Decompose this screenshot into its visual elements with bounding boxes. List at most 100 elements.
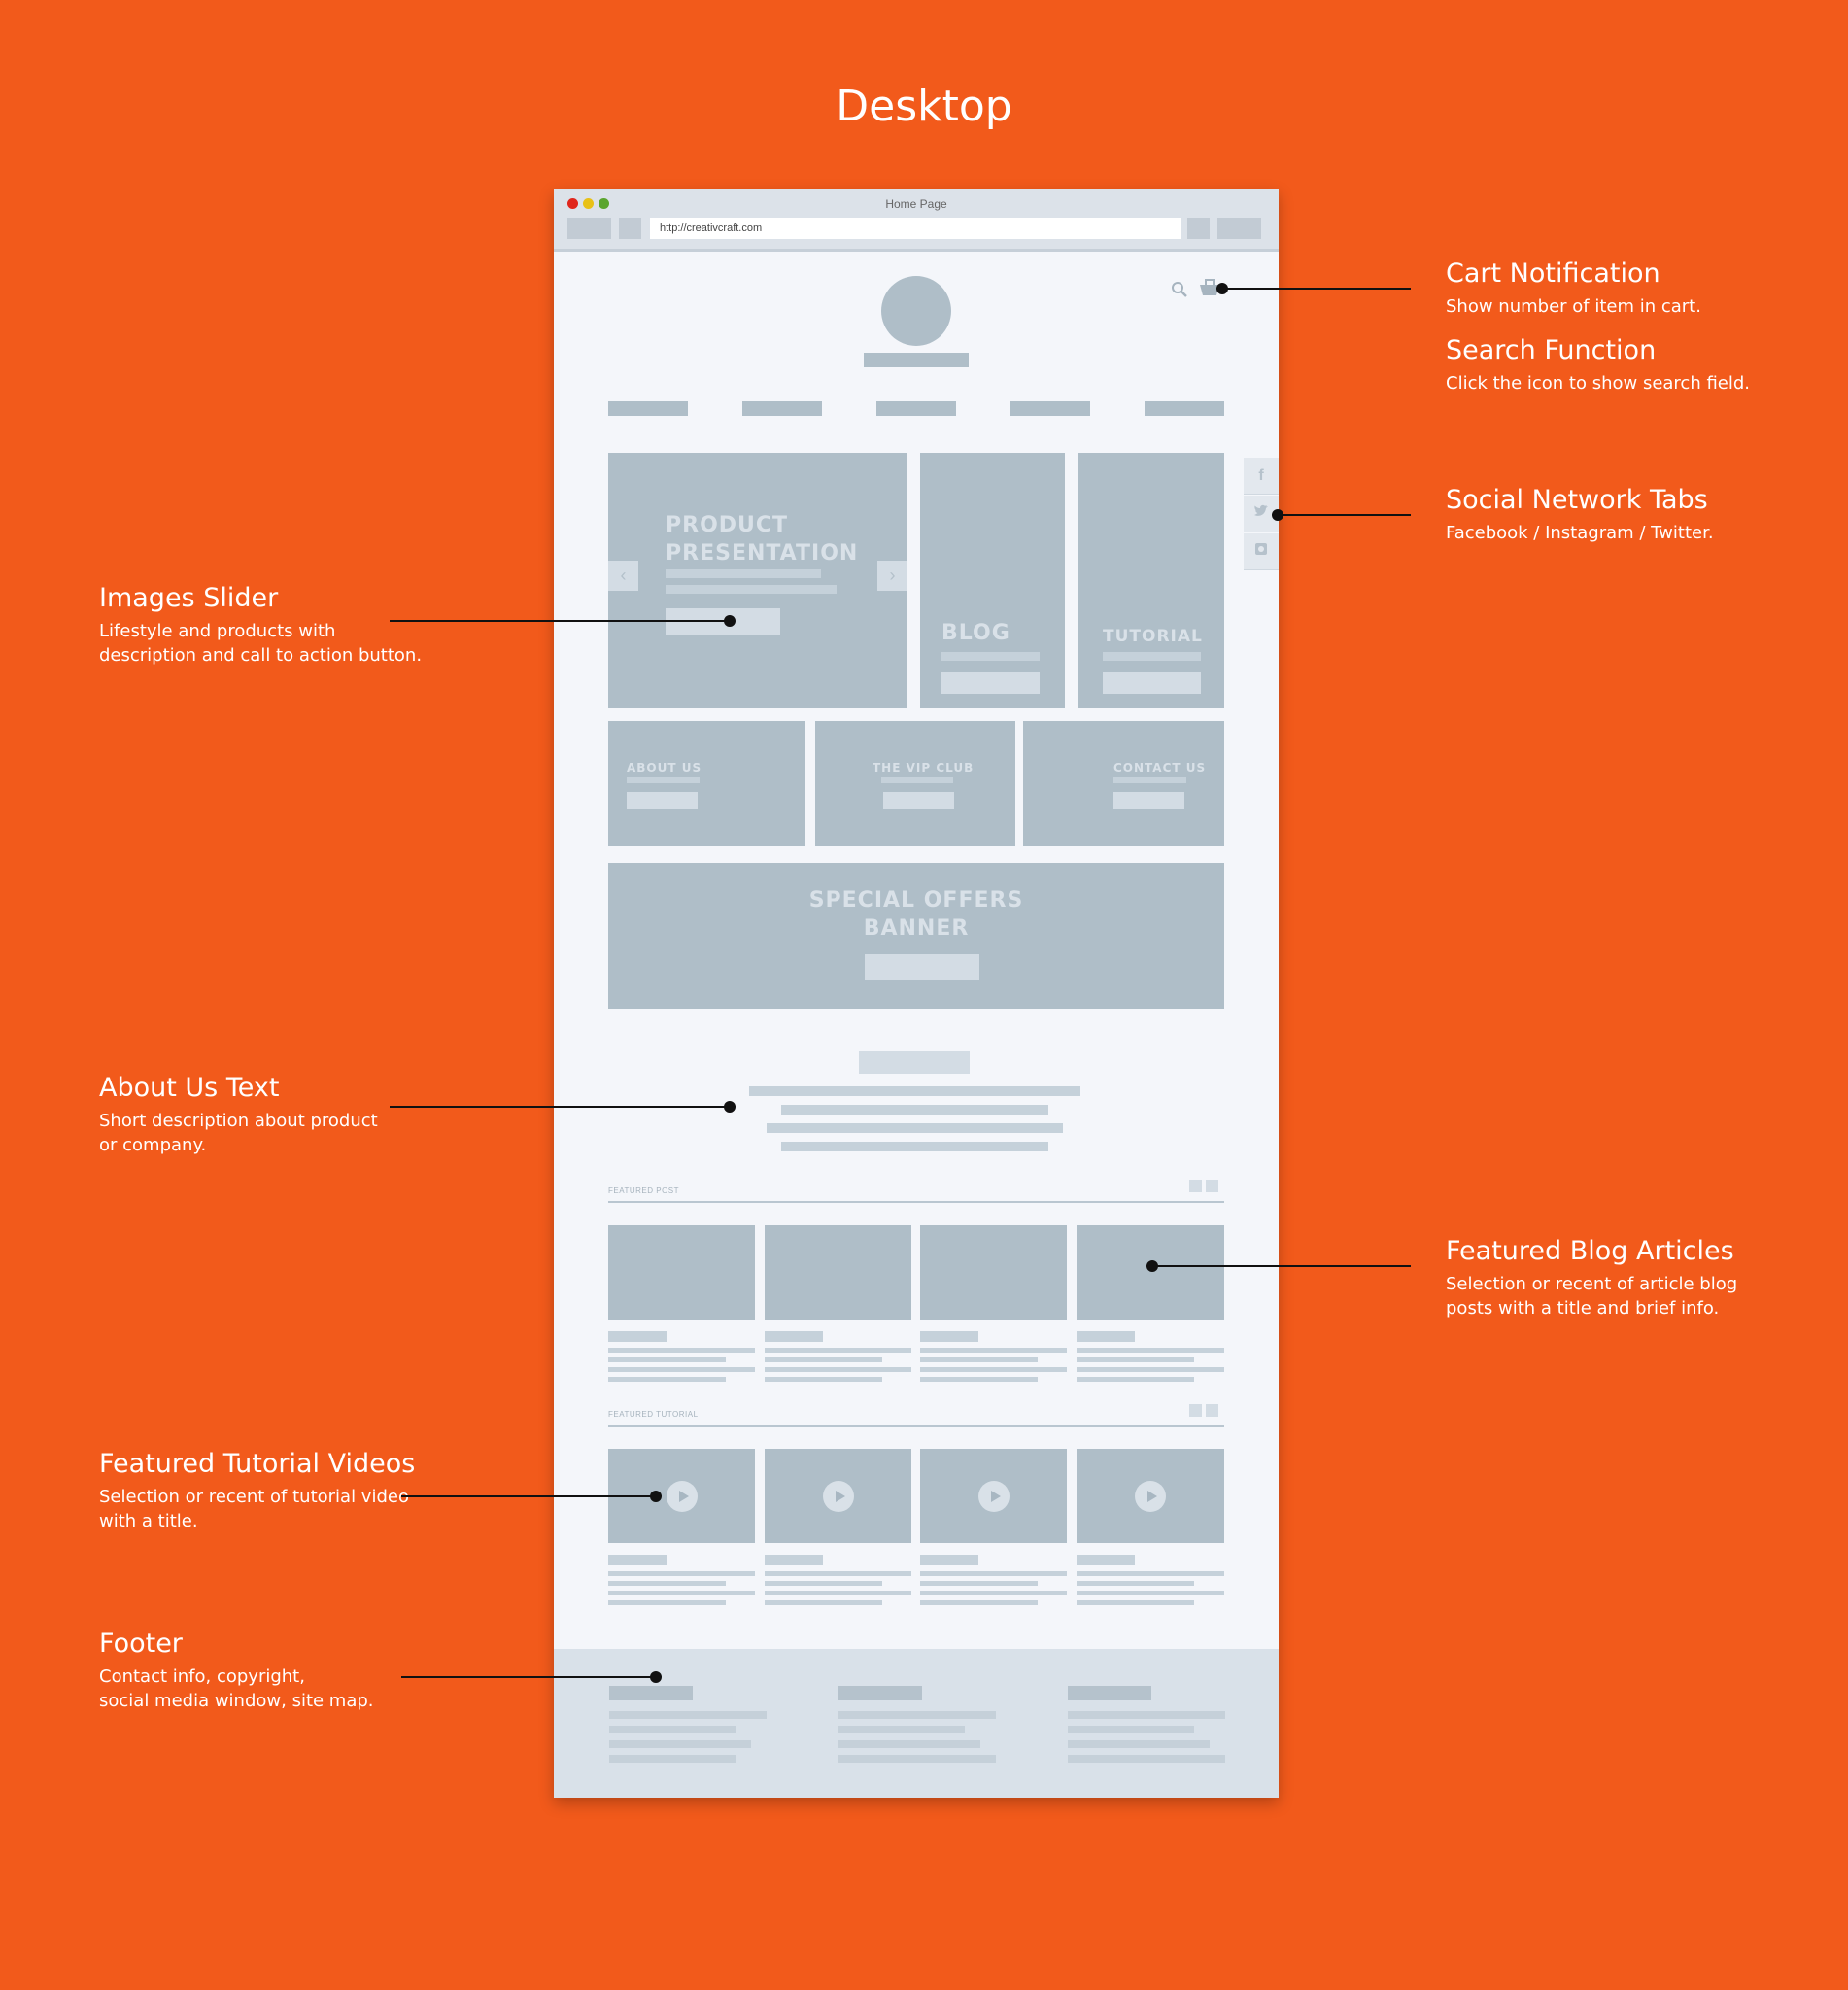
blog-card-image[interactable] xyxy=(608,1225,755,1320)
tutorial-tile-button[interactable] xyxy=(1103,672,1201,694)
nav-item-4[interactable] xyxy=(1010,401,1090,416)
nav-item-2[interactable] xyxy=(742,401,822,416)
facebook-icon: f xyxy=(1258,466,1264,484)
footer-col-1-line[interactable] xyxy=(609,1740,751,1748)
blog-card-image[interactable] xyxy=(1077,1225,1224,1320)
leader-line-cart xyxy=(1220,288,1411,290)
special-offers-banner[interactable] xyxy=(608,863,1224,1009)
facebook-tab[interactable]: f xyxy=(1244,458,1279,495)
annotation-title: About Us Text xyxy=(99,1073,280,1103)
blog-card-line xyxy=(1077,1367,1224,1372)
blog-card-line xyxy=(920,1357,1038,1362)
annotation-title: Social Network Tabs xyxy=(1446,485,1708,515)
featured-tutorial-next[interactable] xyxy=(1206,1404,1218,1417)
menu-button[interactable] xyxy=(1217,218,1261,239)
instagram-tab[interactable] xyxy=(1244,533,1279,570)
back-button[interactable] xyxy=(567,218,611,239)
footer-col-3-line[interactable] xyxy=(1068,1755,1225,1763)
blog-tile-label: BLOG xyxy=(941,621,1010,645)
play-icon[interactable] xyxy=(978,1481,1010,1512)
featured-tutorial-prev[interactable] xyxy=(1189,1404,1202,1417)
about-us-tile[interactable] xyxy=(608,721,805,846)
bookmark-button[interactable] xyxy=(1187,218,1210,239)
about-us-button[interactable] xyxy=(627,792,698,809)
tutorial-card-line xyxy=(1077,1581,1194,1586)
vip-club-button[interactable] xyxy=(883,792,954,809)
cart-icon[interactable] xyxy=(1199,279,1220,298)
tutorial-tile[interactable] xyxy=(1078,453,1224,708)
vip-club-tile[interactable] xyxy=(815,721,1015,846)
minimize-dot[interactable] xyxy=(583,198,594,209)
blog-card-image[interactable] xyxy=(765,1225,911,1320)
maximize-dot[interactable] xyxy=(599,198,609,209)
about-text-line-2 xyxy=(781,1105,1048,1115)
tutorial-card-line xyxy=(920,1581,1038,1586)
featured-post-prev[interactable] xyxy=(1189,1180,1202,1192)
leader-line-social xyxy=(1279,514,1411,516)
nav-item-1[interactable] xyxy=(608,401,688,416)
tutorial-card-line xyxy=(920,1600,1038,1605)
footer-col-2-line[interactable] xyxy=(838,1726,965,1733)
footer-col-1-line[interactable] xyxy=(609,1726,736,1733)
footer-col-2-line[interactable] xyxy=(838,1740,980,1748)
footer-col-1-heading xyxy=(609,1686,693,1700)
chevron-left-icon: ‹ xyxy=(620,566,627,585)
annotation-footer: Footer Contact info, copyright,social me… xyxy=(99,1629,374,1713)
blog-card-title xyxy=(765,1331,823,1342)
blog-card-line xyxy=(608,1357,726,1362)
blog-card-line xyxy=(765,1377,882,1382)
leader-line-blog xyxy=(1152,1265,1411,1267)
blog-tile[interactable] xyxy=(920,453,1065,708)
slider-next-arrow[interactable]: › xyxy=(877,561,907,591)
blog-card-line xyxy=(920,1377,1038,1382)
tutorial-card-line xyxy=(1077,1600,1194,1605)
slider-cta-button[interactable] xyxy=(666,608,780,635)
blog-card-line xyxy=(765,1357,882,1362)
tutorial-card-line xyxy=(765,1581,882,1586)
nav-item-3[interactable] xyxy=(876,401,956,416)
play-icon[interactable] xyxy=(823,1481,854,1512)
leader-dot-cart xyxy=(1216,283,1228,294)
url-bar[interactable]: http://creativcraft.com xyxy=(650,218,1181,239)
footer-col-2-line[interactable] xyxy=(838,1755,996,1763)
banner-button[interactable] xyxy=(865,954,979,980)
contact-us-tile[interactable] xyxy=(1023,721,1224,846)
tutorial-tile-bar xyxy=(1103,652,1201,661)
images-slider[interactable] xyxy=(608,453,907,708)
footer-col-2-line[interactable] xyxy=(838,1711,996,1719)
footer-col-3-line[interactable] xyxy=(1068,1726,1194,1733)
footer-col-1-line[interactable] xyxy=(609,1755,736,1763)
annotation-desc: Show number of item in cart. xyxy=(1446,296,1701,318)
tutorial-card-line xyxy=(765,1571,911,1576)
slider-prev-arrow[interactable]: ‹ xyxy=(608,561,638,591)
logo-placeholder[interactable] xyxy=(881,276,951,346)
contact-us-button[interactable] xyxy=(1113,792,1184,809)
annotation-slider: Images Slider Lifestyle and products wit… xyxy=(99,583,422,668)
blog-card-image[interactable] xyxy=(920,1225,1067,1320)
forward-button[interactable] xyxy=(619,218,641,239)
annotation-search: Search Function Click the icon to show s… xyxy=(1446,335,1750,396)
featured-post-next[interactable] xyxy=(1206,1180,1218,1192)
nav-item-5[interactable] xyxy=(1145,401,1224,416)
search-icon[interactable] xyxy=(1171,281,1188,298)
close-dot[interactable] xyxy=(567,198,578,209)
tutorial-card-line xyxy=(765,1600,882,1605)
about-text-line-1 xyxy=(749,1086,1080,1096)
play-icon[interactable] xyxy=(1135,1481,1166,1512)
browser-chrome: Home Page http://creativcraft.com xyxy=(554,189,1279,252)
tutorial-card-line xyxy=(608,1591,755,1595)
blog-tile-button[interactable] xyxy=(941,672,1040,694)
blog-tile-bar xyxy=(941,652,1040,661)
blog-card-line xyxy=(1077,1357,1194,1362)
footer-col-3-line[interactable] xyxy=(1068,1740,1210,1748)
annotation-title: Featured Blog Articles xyxy=(1446,1236,1734,1266)
tutorial-card-line xyxy=(765,1591,911,1595)
footer-col-3-line[interactable] xyxy=(1068,1711,1225,1719)
footer-col-1-line[interactable] xyxy=(609,1711,767,1719)
play-icon[interactable] xyxy=(667,1481,698,1512)
tutorial-tile-label: TUTORIAL xyxy=(1103,627,1203,646)
featured-tutorial-label: FEATURED TUTORIAL xyxy=(608,1410,699,1419)
